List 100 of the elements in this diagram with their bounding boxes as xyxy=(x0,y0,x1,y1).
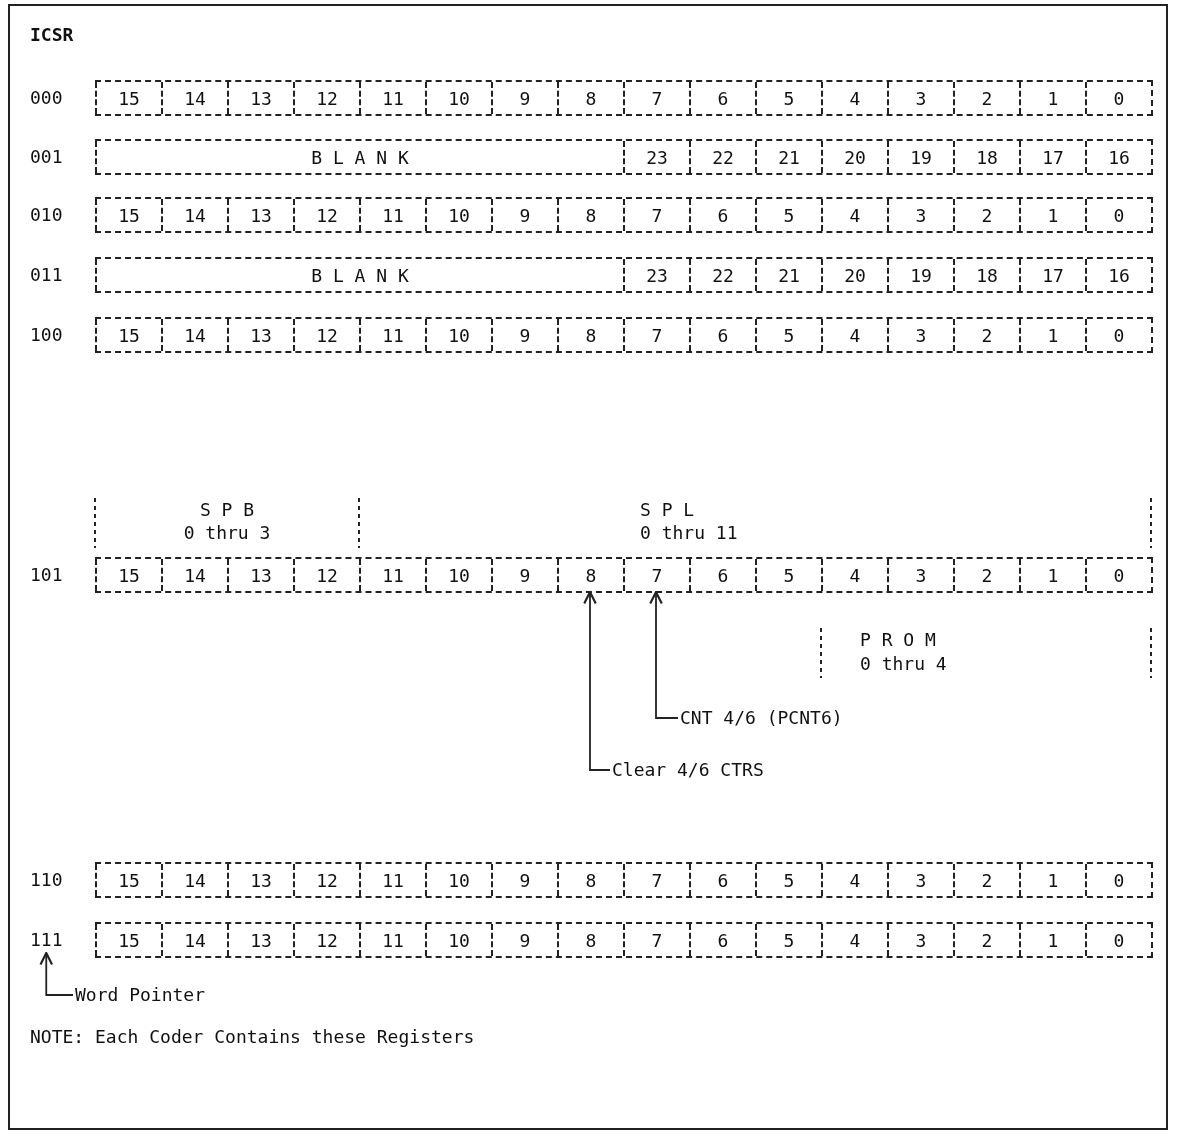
bit-number: 12 xyxy=(293,559,359,591)
bit-number: 15 xyxy=(95,319,161,351)
bit-number: 15 xyxy=(95,199,161,231)
bit-number: 23 xyxy=(623,141,689,173)
field-name: S P L xyxy=(640,498,695,522)
bit-number: 6 xyxy=(689,864,755,896)
bit-number: 12 xyxy=(293,864,359,896)
bit-number: 8 xyxy=(557,82,623,114)
bit-number: 7 xyxy=(623,924,689,956)
bit-number: 2 xyxy=(953,319,1019,351)
bit-number: 1 xyxy=(1019,319,1085,351)
note-text: NOTE: Each Coder Contains these Registers xyxy=(30,1025,475,1049)
bit-number: 1 xyxy=(1019,559,1085,591)
bit-number: 6 xyxy=(689,559,755,591)
bit-number: 17 xyxy=(1019,259,1085,291)
register-address: 011 xyxy=(30,263,63,287)
bit-number: 22 xyxy=(689,259,755,291)
bit-number: 21 xyxy=(755,141,821,173)
bit-number: 17 xyxy=(1019,141,1085,173)
leader-line xyxy=(649,590,679,719)
bit-number: 21 xyxy=(755,259,821,291)
bit-number: 4 xyxy=(821,199,887,231)
bit-number: 10 xyxy=(425,82,491,114)
bit-number: 14 xyxy=(161,864,227,896)
blank-field-label: B L A N K xyxy=(95,141,623,173)
bit-number: 1 xyxy=(1019,199,1085,231)
field-range: 0 thru 4 xyxy=(860,652,947,676)
bit-number: 3 xyxy=(887,559,953,591)
bit-number: 15 xyxy=(95,82,161,114)
bit-number: 5 xyxy=(755,199,821,231)
bit-number: 2 xyxy=(953,559,1019,591)
bit-number: 18 xyxy=(953,259,1019,291)
bit-number: 3 xyxy=(887,199,953,231)
bit-number: 6 xyxy=(689,82,755,114)
bit-number: 2 xyxy=(953,924,1019,956)
bit-number: 13 xyxy=(227,82,293,114)
bit-number: 3 xyxy=(887,319,953,351)
bit-number: 13 xyxy=(227,199,293,231)
bit-number: 2 xyxy=(953,199,1019,231)
bit-number: 12 xyxy=(293,924,359,956)
bit-number: 10 xyxy=(425,199,491,231)
bit-number: 9 xyxy=(491,82,557,114)
bit-number: 15 xyxy=(95,924,161,956)
bit-number: 13 xyxy=(227,864,293,896)
bit-number: 0 xyxy=(1085,199,1151,231)
bit-number: 12 xyxy=(293,319,359,351)
bit-number: 9 xyxy=(491,319,557,351)
bit-number: 14 xyxy=(161,199,227,231)
leader-line xyxy=(583,590,611,771)
bit-number: 3 xyxy=(887,924,953,956)
bit-number: 11 xyxy=(359,82,425,114)
bit-number: 8 xyxy=(557,559,623,591)
bit-number: 15 xyxy=(95,864,161,896)
bit-number: 10 xyxy=(425,864,491,896)
bit-number: 20 xyxy=(821,259,887,291)
bit-number: 5 xyxy=(755,559,821,591)
bit-number: 0 xyxy=(1085,319,1151,351)
bit-number: 8 xyxy=(557,319,623,351)
callout-text: CNT 4/6 (PCNT6) xyxy=(680,706,843,730)
bit-number: 8 xyxy=(557,924,623,956)
callout-text: Clear 4/6 CTRS xyxy=(612,758,764,782)
bit-number: 11 xyxy=(359,199,425,231)
bit-number: 13 xyxy=(227,924,293,956)
bit-number: 5 xyxy=(755,319,821,351)
bit-number: 4 xyxy=(821,924,887,956)
bit-number: 1 xyxy=(1019,924,1085,956)
bit-number: 4 xyxy=(821,319,887,351)
bit-number: 19 xyxy=(887,141,953,173)
bit-number: 10 xyxy=(425,924,491,956)
bit-number: 9 xyxy=(491,199,557,231)
bit-number: 10 xyxy=(425,559,491,591)
bit-number: 19 xyxy=(887,259,953,291)
bit-number: 6 xyxy=(689,199,755,231)
bit-number: 16 xyxy=(1085,141,1151,173)
bit-number: 11 xyxy=(359,864,425,896)
callout-text: Word Pointer xyxy=(75,983,206,1007)
bit-number: 1 xyxy=(1019,864,1085,896)
bit-number: 14 xyxy=(161,924,227,956)
bit-number: 11 xyxy=(359,319,425,351)
bit-number: 6 xyxy=(689,319,755,351)
bit-number: 23 xyxy=(623,259,689,291)
bit-number: 7 xyxy=(623,559,689,591)
bit-number: 4 xyxy=(821,864,887,896)
leader-line xyxy=(39,951,74,996)
bit-number: 2 xyxy=(953,82,1019,114)
bit-number: 10 xyxy=(425,319,491,351)
bit-number: 0 xyxy=(1085,82,1151,114)
bit-number: 8 xyxy=(557,864,623,896)
diagram-title: ICSR xyxy=(30,23,74,47)
bit-number: 16 xyxy=(1085,259,1151,291)
bit-number: 0 xyxy=(1085,559,1151,591)
bit-number: 15 xyxy=(95,559,161,591)
bit-number: 8 xyxy=(557,199,623,231)
bit-number: 18 xyxy=(953,141,1019,173)
bit-number: 14 xyxy=(161,319,227,351)
field-name: P R O M xyxy=(860,628,936,652)
bit-number: 13 xyxy=(227,319,293,351)
field-name: S P B xyxy=(199,498,255,522)
register-address: 101 xyxy=(30,563,63,587)
bit-number: 22 xyxy=(689,141,755,173)
